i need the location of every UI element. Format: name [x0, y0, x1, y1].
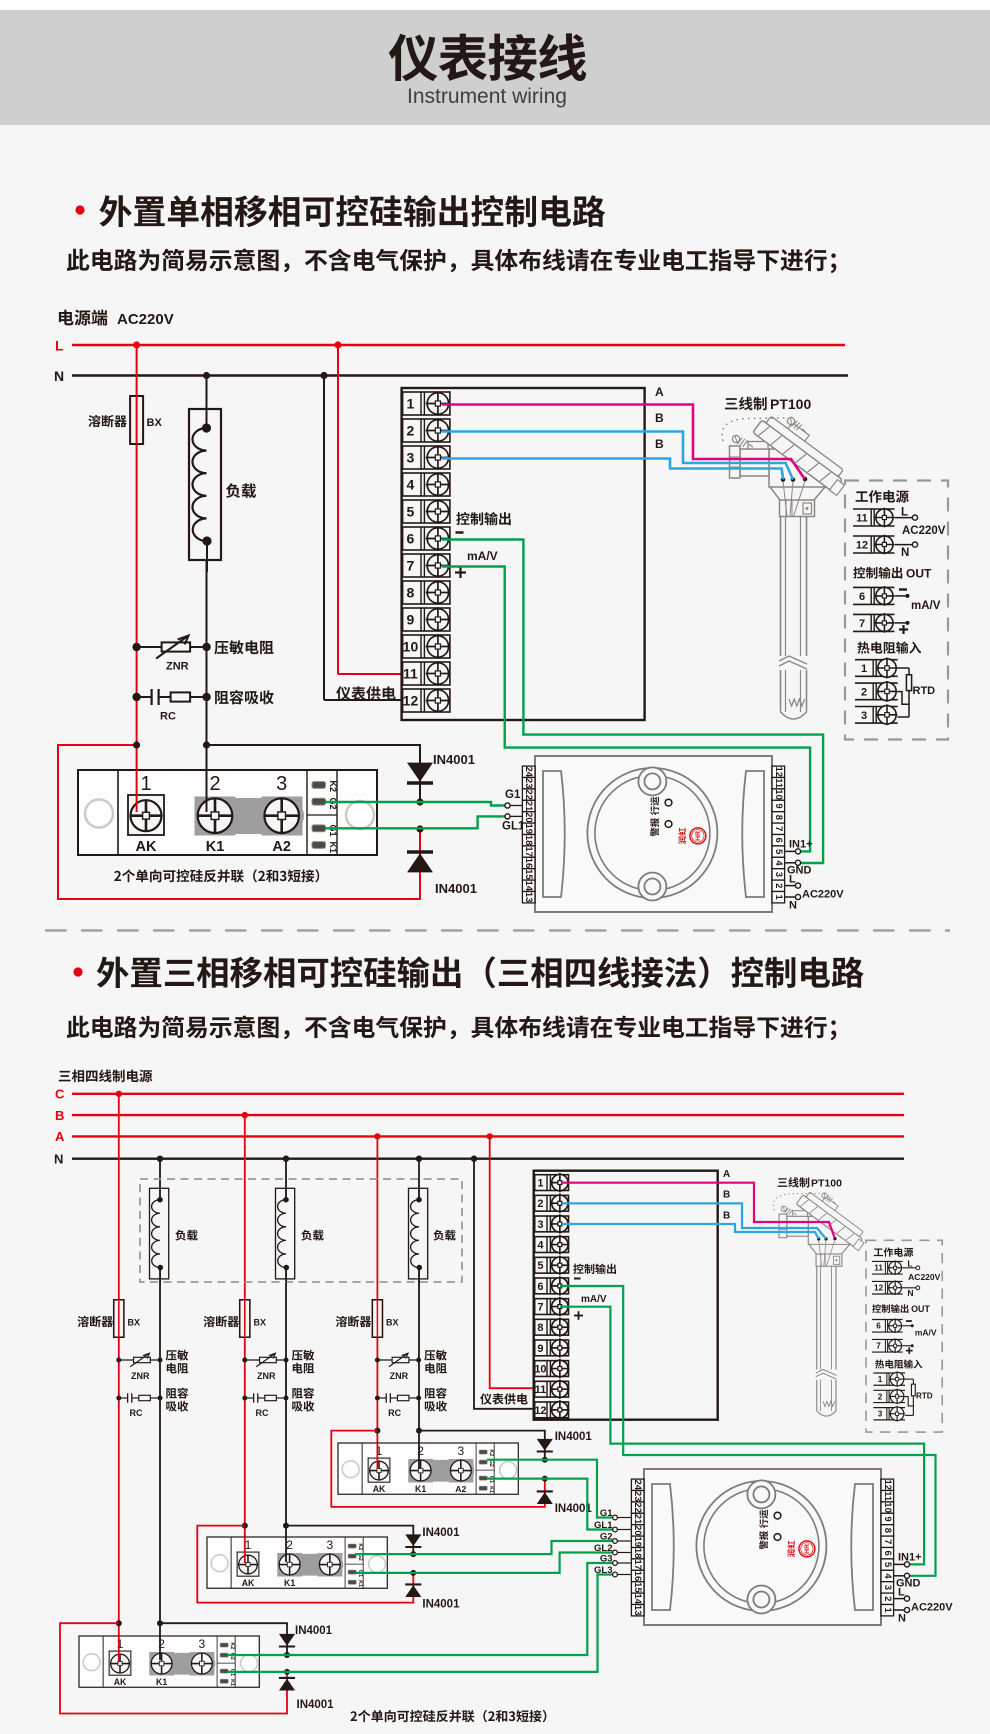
svg-text:BX: BX [128, 1318, 141, 1328]
svg-text:IN4001: IN4001 [295, 1625, 333, 1637]
svg-text:IN4001: IN4001 [555, 1503, 593, 1515]
svg-text:12: 12 [856, 539, 868, 551]
svg-text:9: 9 [537, 1343, 543, 1355]
svg-text:2: 2 [537, 1198, 543, 1210]
svg-text:RC: RC [256, 1408, 269, 1418]
svg-text:mA/V: mA/V [911, 600, 941, 612]
svg-text:B: B [723, 1190, 730, 1201]
svg-text:GL1: GL1 [594, 1520, 613, 1531]
svg-text:4: 4 [407, 477, 415, 493]
svg-text:6: 6 [407, 531, 415, 547]
svg-text:3: 3 [407, 450, 415, 466]
svg-text:PT100: PT100 [811, 1178, 842, 1190]
svg-text:Instrument wiring: Instrument wiring [407, 85, 567, 108]
svg-text:3: 3 [861, 710, 867, 722]
svg-text:9: 9 [407, 612, 415, 628]
svg-text:A: A [723, 1169, 730, 1180]
svg-text:N: N [901, 547, 909, 559]
svg-text:GL3: GL3 [594, 1565, 612, 1576]
svg-text:OUT: OUT [906, 567, 932, 581]
svg-text:5: 5 [407, 504, 415, 520]
svg-text:1: 1 [537, 1178, 543, 1190]
svg-text:IN4001: IN4001 [555, 1431, 593, 1443]
svg-text:GL2: GL2 [594, 1543, 612, 1554]
svg-text:8: 8 [537, 1322, 543, 1334]
svg-text:L: L [55, 338, 64, 354]
svg-text:2: 2 [407, 423, 415, 439]
svg-text:A: A [655, 385, 664, 399]
svg-text:IN4001: IN4001 [433, 752, 475, 767]
svg-text:10: 10 [403, 639, 419, 655]
svg-text:10: 10 [534, 1364, 546, 1376]
svg-text:L: L [901, 507, 908, 519]
svg-text:2: 2 [861, 686, 867, 698]
svg-text:RC: RC [130, 1408, 143, 1418]
svg-text:11: 11 [403, 666, 418, 682]
svg-text:BX: BX [254, 1318, 267, 1328]
svg-text:7: 7 [537, 1302, 543, 1314]
svg-text:ZNR: ZNR [390, 1371, 409, 1381]
svg-text:BX: BX [147, 417, 163, 429]
svg-text:IN4001: IN4001 [435, 881, 477, 896]
svg-text:C: C [55, 1087, 65, 1102]
svg-text:N: N [54, 1152, 63, 1167]
svg-text:ZNR: ZNR [257, 1371, 276, 1381]
svg-text:ZNR: ZNR [131, 1371, 150, 1381]
svg-text:mA/V: mA/V [467, 549, 498, 563]
svg-text:ZNR: ZNR [166, 661, 189, 673]
svg-text:5: 5 [537, 1260, 543, 1272]
svg-text:RC: RC [388, 1408, 401, 1418]
svg-text:GL1: GL1 [502, 821, 525, 833]
svg-text:8: 8 [407, 585, 415, 601]
svg-text:G1: G1 [600, 1508, 613, 1519]
svg-text:AC220V: AC220V [117, 311, 174, 328]
svg-text:1: 1 [861, 663, 867, 675]
svg-text:11: 11 [856, 512, 868, 524]
svg-text:12: 12 [403, 693, 419, 709]
svg-text:PT100: PT100 [770, 396, 811, 412]
svg-text:RTD: RTD [913, 685, 936, 697]
svg-text:BX: BX [386, 1318, 399, 1328]
svg-text:4: 4 [537, 1240, 544, 1252]
svg-text:3: 3 [537, 1219, 543, 1231]
svg-text:IN4001: IN4001 [422, 1527, 460, 1539]
svg-text:B: B [655, 437, 664, 451]
svg-text:G1: G1 [505, 789, 521, 801]
svg-text:B: B [723, 1211, 730, 1222]
svg-text:A2: A2 [272, 839, 291, 855]
svg-text:G2: G2 [600, 1532, 613, 1543]
svg-text:IN4001: IN4001 [422, 1599, 460, 1611]
svg-text:6: 6 [537, 1281, 543, 1293]
svg-text:12: 12 [534, 1405, 546, 1417]
svg-text:mA/V: mA/V [581, 1294, 607, 1305]
svg-text:RC: RC [160, 711, 176, 723]
svg-text:G3: G3 [600, 1554, 613, 1565]
svg-text:A2: A2 [455, 1484, 466, 1494]
svg-text:6: 6 [859, 591, 865, 603]
svg-text:7: 7 [407, 558, 415, 574]
svg-text:B: B [655, 411, 664, 425]
svg-text:AC220V: AC220V [902, 525, 946, 537]
svg-text:B: B [55, 1108, 64, 1123]
svg-text:N: N [54, 368, 64, 384]
svg-text:11: 11 [535, 1384, 547, 1396]
svg-text:7: 7 [859, 618, 865, 630]
svg-text:A: A [55, 1129, 65, 1144]
svg-text:1: 1 [407, 396, 415, 412]
svg-text:IN4001: IN4001 [297, 1699, 335, 1711]
